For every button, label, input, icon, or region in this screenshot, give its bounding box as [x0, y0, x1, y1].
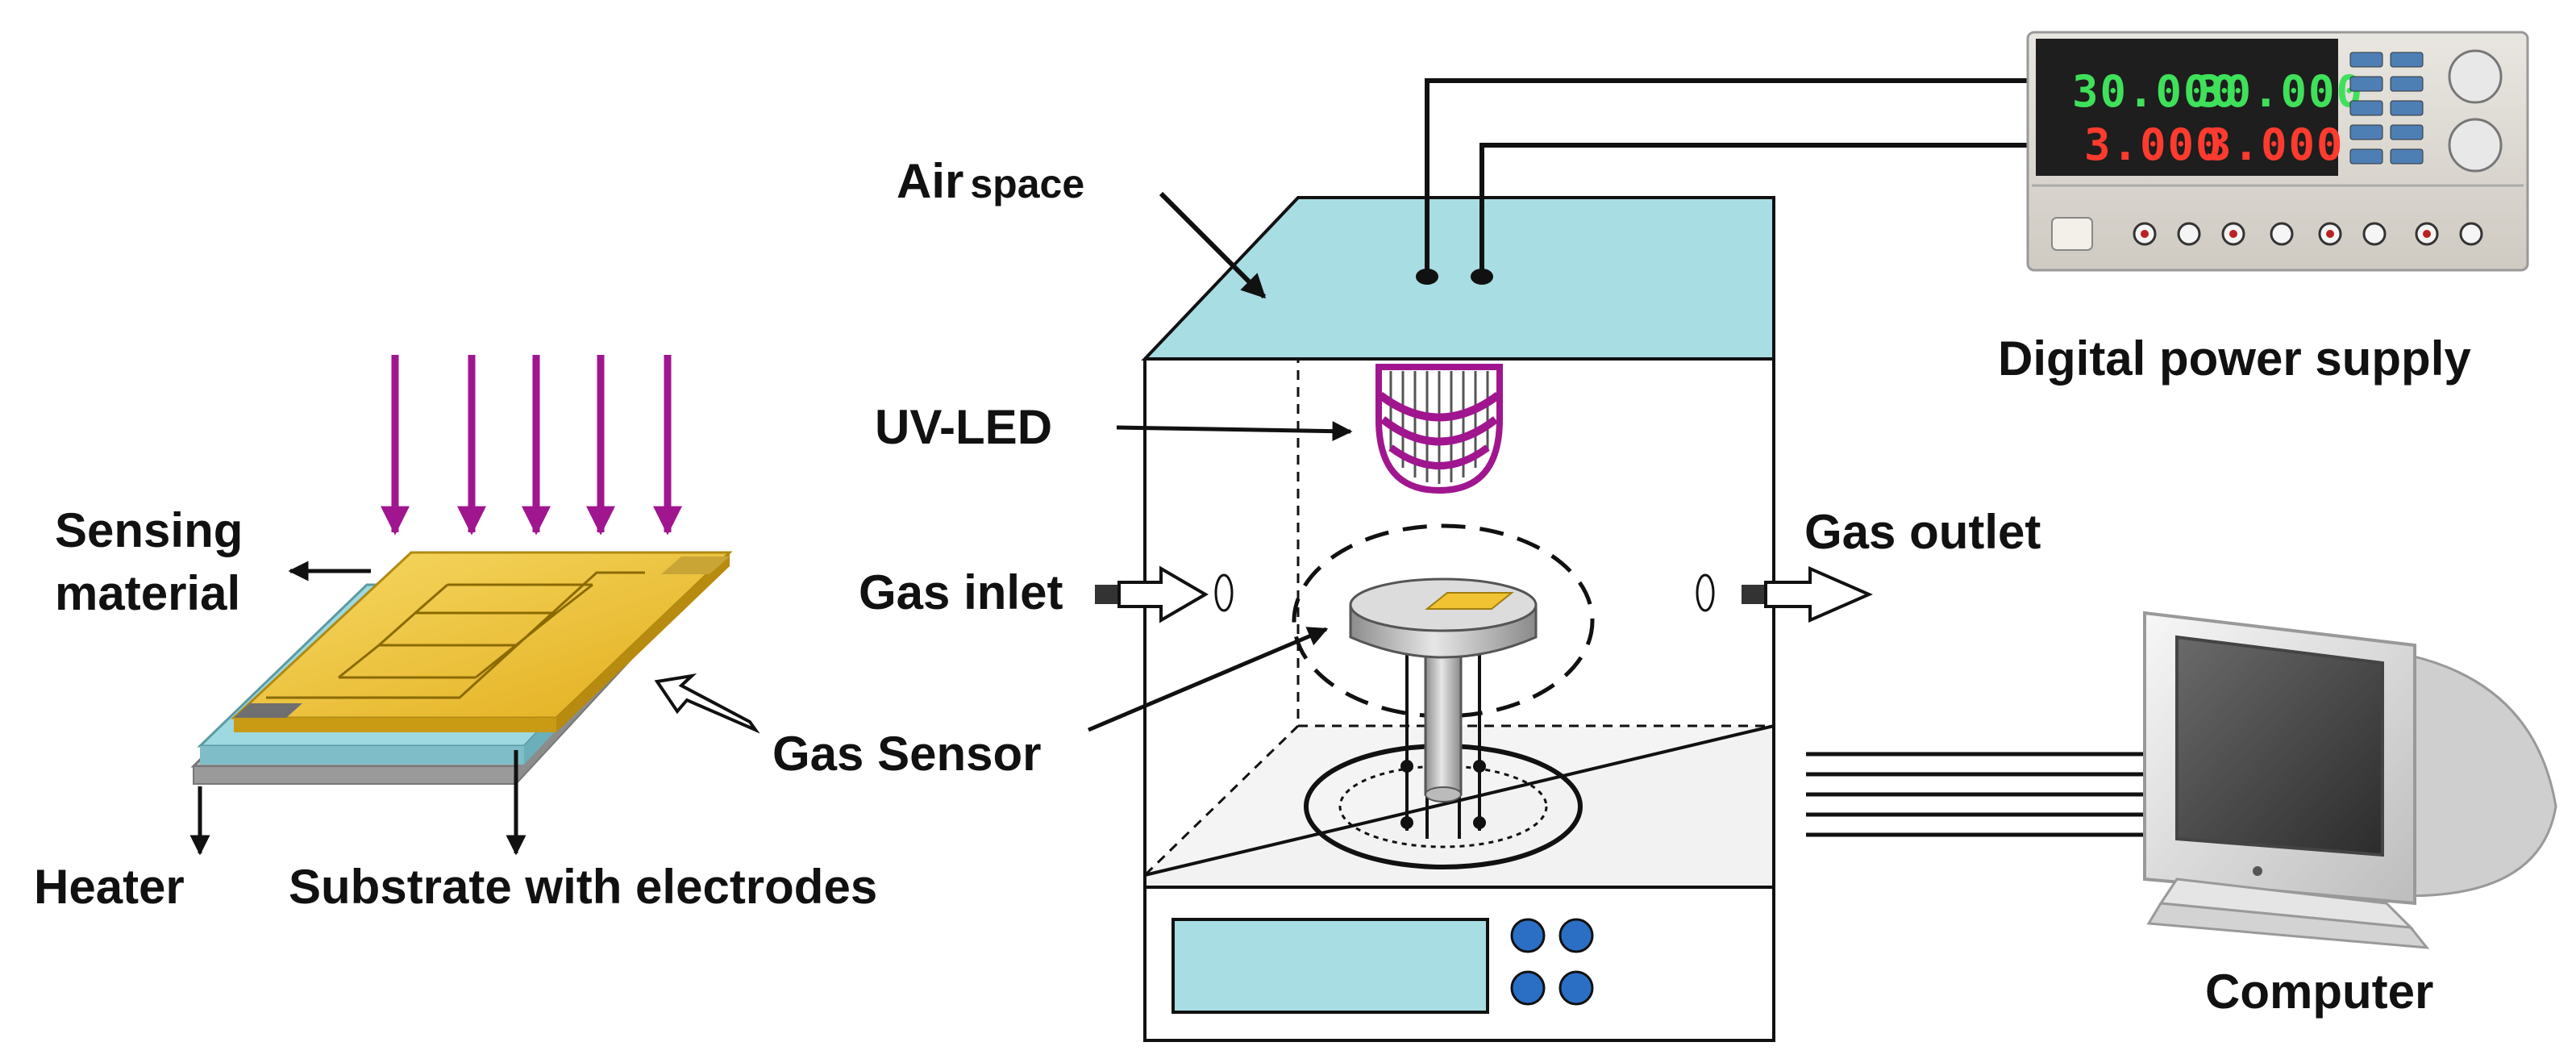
space-label: space [970, 161, 1084, 206]
uv-led [1375, 364, 1503, 494]
controller-button [1559, 918, 1594, 953]
psu-power-switch [2051, 217, 2093, 251]
controller-display [1171, 918, 1489, 1014]
uv-led-arrow [1116, 421, 1353, 442]
air-label: Air [897, 154, 963, 208]
gas-sensor-pointer [1088, 627, 1329, 732]
sensor-chip [190, 551, 733, 786]
substrate-label: Substrate with electrodes [289, 860, 877, 914]
sensor-stem [1424, 652, 1463, 796]
computer-monitor [2143, 611, 2557, 949]
air-space-arrow [1159, 191, 1267, 299]
controller-button [1559, 970, 1594, 1006]
sensing-material-label-2: material [55, 566, 240, 620]
controller-button [1510, 918, 1546, 953]
uv-light-arrows [381, 355, 682, 536]
psu-voltage-knob [2448, 49, 2503, 104]
power-supply-label: Digital power supply [1998, 331, 2471, 386]
digital-power-supply: 30.000 30.000 3.000 3.000 [2026, 31, 2529, 272]
monitor-screen [2175, 635, 2384, 857]
heater-label: Heater [34, 860, 185, 914]
psu-voltage-1: 30.000 [2072, 66, 2239, 117]
psu-display-panel [2036, 39, 2338, 176]
gas-outlet-arrow [1742, 565, 1873, 623]
gas-sensor-hollow-arrow [654, 673, 760, 734]
gas-inlet-arrow [1095, 565, 1209, 623]
interdigitated-electrodes [266, 571, 645, 699]
controller-button [1510, 970, 1546, 1006]
power-cables [1425, 78, 2028, 277]
chamber-sensor-assembly [1292, 523, 1595, 869]
gas-inlet-port [1214, 573, 1234, 612]
gas-outlet-port [1696, 573, 1715, 612]
computer-label: Computer [2205, 965, 2433, 1019]
psu-voltage-2: 30.000 [2197, 66, 2364, 117]
psu-current-knob [2448, 118, 2503, 173]
chamber-top [1141, 196, 1775, 361]
gas-sensor-label: Gas Sensor [772, 727, 1042, 781]
gas-outlet-label: Gas outlet [1804, 505, 2041, 559]
uv-led-label: UV-LED [875, 400, 1052, 454]
sensing-material-label-1: Sensing [55, 503, 243, 557]
psu-current-1: 3.000 [2084, 119, 2224, 170]
sensor-chip-mini [1425, 592, 1514, 610]
psu-current-2: 3.000 [2205, 119, 2345, 170]
contact-pad [234, 703, 302, 718]
contact-pad [661, 557, 730, 574]
computer-cables [1806, 752, 2149, 837]
gas-inlet-label: Gas inlet [859, 565, 1063, 619]
